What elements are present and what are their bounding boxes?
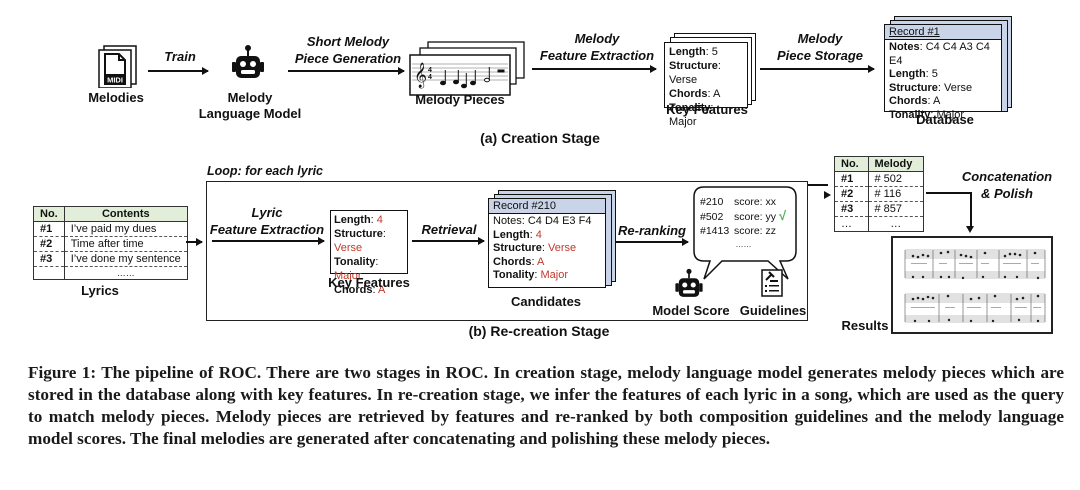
svg-text:4: 4: [428, 67, 432, 74]
reranking-arrow: [616, 238, 689, 245]
key-features-card: Length: 5 Structure: Verse Chords: A Ton…: [664, 42, 748, 128]
lyric-key-features-label: Key Features: [328, 275, 410, 290]
concat-label: Concatenation & Polish: [961, 169, 1053, 201]
model-score-label: Model Score: [652, 303, 730, 318]
creation-stage-title: (a) Creation Stage: [480, 130, 600, 146]
loop-box: [206, 181, 808, 321]
key-features-label: Key Features: [666, 102, 748, 117]
svg-text:MIDI: MIDI: [107, 76, 123, 85]
lyric-extraction-label: Lyric Feature Extraction: [209, 205, 325, 237]
results-label: Results: [841, 318, 889, 333]
melody-row: #3# 857: [834, 201, 924, 217]
melody-pieces-label: Melody Pieces: [415, 92, 505, 107]
storage-label: Melody Piece Storage: [777, 31, 863, 63]
retrieval-label: Retrieval: [421, 222, 477, 237]
melody-extraction-label: Melody Feature Extraction: [539, 31, 655, 63]
reranking-label: Re-ranking: [618, 223, 686, 238]
lyric-extraction-arrow: [212, 237, 325, 244]
guidelines-label: Guidelines: [739, 303, 807, 318]
lyrics-arrow: [186, 238, 203, 245]
concat-arrow-head: [966, 226, 974, 233]
svg-text:4: 4: [428, 74, 432, 81]
melody-pieces-icon: 𝄞 4 4: [408, 40, 528, 98]
lyrics-label: Lyrics: [81, 283, 119, 298]
melody-row: #1# 502: [834, 171, 924, 187]
database-record: Record #1 Notes: C4 C4 A3 C4 E4 Length: …: [884, 24, 1002, 121]
generation-arrow: [288, 67, 405, 74]
recreation-stage-title: (b) Re-creation Stage: [468, 323, 610, 339]
results-sheet-music: [891, 236, 1053, 334]
svg-text:𝄞: 𝄞: [414, 62, 427, 88]
candidate-record: Record #210 Notes: C4 D4 E3 F4 Length: 4…: [488, 198, 606, 288]
model-label: Melody Language Model: [198, 90, 302, 121]
database-label: Database: [916, 112, 974, 127]
check-icon: √: [778, 208, 787, 223]
robot-icon: [230, 44, 266, 84]
melody-row: ……: [835, 216, 924, 232]
melody-table: No.Melody #1# 502 #2# 116 #3# 857 ……: [834, 156, 924, 232]
lyric-row: ……: [34, 266, 188, 280]
loop-label: Loop: for each lyric: [207, 164, 323, 178]
extraction-arrow: [532, 65, 657, 72]
train-label: Train: [164, 49, 196, 64]
storage-arrow: [760, 65, 875, 72]
midi-file-icon: MIDI: [96, 44, 140, 89]
lyric-key-features-card: Length: 4 Structure: Verse Tonality: Maj…: [330, 210, 408, 296]
generation-label: Short Melody Piece Generation: [294, 34, 402, 66]
robot-icon: [672, 268, 706, 302]
melodies-label: Melodies: [88, 90, 144, 105]
figure-caption: Figure 1: The pipeline of ROC. There are…: [28, 363, 1064, 448]
retrieval-arrow: [412, 237, 485, 244]
candidates-label: Candidates: [510, 294, 582, 309]
train-arrow: [148, 67, 209, 74]
guidelines-icon: [760, 268, 784, 298]
melody-row: #2# 116: [834, 186, 924, 202]
